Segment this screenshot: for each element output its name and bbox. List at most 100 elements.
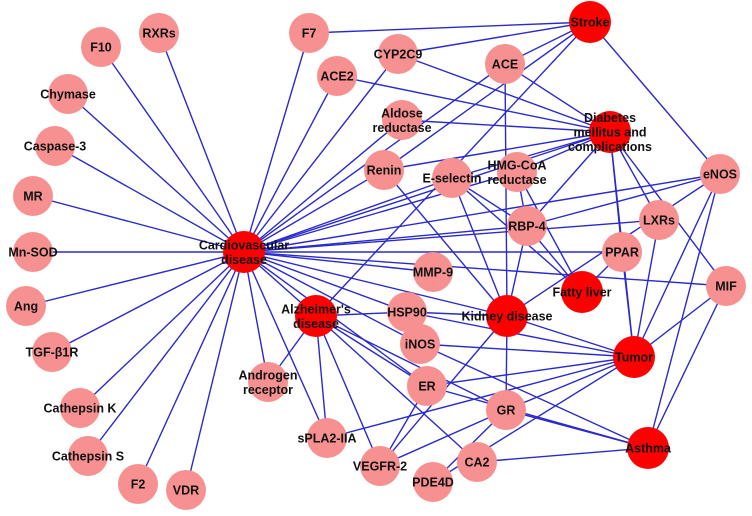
node-inos[interactable] (400, 324, 440, 364)
edge-asthma-ca2 (476, 447, 649, 463)
node-f2[interactable] (118, 464, 158, 504)
label-casp3: Caspase-3 (24, 140, 87, 154)
label-line: PDE4D (412, 476, 454, 490)
node-esel[interactable] (432, 158, 472, 198)
edge-stroke-enos (589, 21, 721, 175)
edge-cvd-cats (87, 251, 245, 457)
node-rbp4[interactable] (507, 206, 547, 246)
label-fatty: Fatty liver (552, 286, 611, 300)
label-catk: Cathepsin K (44, 402, 117, 416)
label-line: Kidney disease (461, 310, 552, 324)
node-hmg[interactable] (497, 152, 537, 192)
node-mmp9[interactable] (413, 252, 453, 292)
edge-fatty-hmg (516, 171, 583, 293)
label-line: disease (221, 253, 267, 267)
node-cyp[interactable] (378, 34, 418, 74)
label-line: Androgen (238, 368, 297, 382)
edge-diabetes-ace2 (336, 75, 611, 133)
label-line: MR (23, 190, 42, 204)
node-rxrs[interactable] (139, 13, 179, 53)
node-diabetes[interactable] (589, 111, 631, 153)
node-ppar[interactable] (602, 232, 642, 272)
label-line: HSP90 (387, 306, 427, 320)
node-mif[interactable] (706, 266, 746, 306)
node-renin[interactable] (364, 150, 404, 190)
node-mnsod[interactable] (13, 232, 53, 272)
label-line: disease (293, 317, 339, 331)
node-er[interactable] (407, 366, 447, 406)
label-chymase: Chymase (40, 88, 96, 102)
edge-cvd-androgen (243, 251, 269, 383)
node-androgen[interactable] (248, 362, 288, 402)
node-cats[interactable] (68, 436, 108, 476)
node-mr[interactable] (13, 176, 53, 216)
label-line: F2 (131, 478, 146, 492)
label-spla2: sPLA2-IIA (297, 432, 356, 446)
label-cats: Cathepsin S (52, 450, 124, 464)
edge-tumor-gr (505, 356, 635, 411)
node-tgf[interactable] (32, 332, 72, 372)
node-catk[interactable] (60, 388, 100, 428)
edge-tumor-hsp90 (406, 311, 635, 358)
node-ca2[interactable] (457, 442, 497, 482)
node-casp3[interactable] (35, 126, 75, 166)
edge-cvd-f7 (243, 32, 310, 253)
edge-cvd-f10 (100, 46, 245, 253)
edge-cvd-casp3 (54, 145, 245, 253)
node-cvd[interactable] (223, 231, 265, 273)
edge-cvd-mr (32, 195, 245, 253)
node-fatty[interactable] (561, 271, 603, 313)
node-ace2[interactable] (317, 56, 357, 96)
node-lxrs[interactable] (639, 200, 679, 240)
node-stroke[interactable] (569, 1, 611, 43)
edge-cvd-hmg (243, 171, 518, 253)
edge-tumor-inos (419, 343, 635, 358)
node-f7[interactable] (289, 13, 329, 53)
node-aldose[interactable] (382, 100, 422, 140)
label-tgf: TGF-β1R (26, 346, 79, 360)
edge-cvd-chymase (67, 93, 245, 253)
label-gr: GR (497, 404, 516, 418)
node-vegfr2[interactable] (360, 446, 400, 486)
node-tumor[interactable] (613, 336, 655, 378)
label-kidney: Kidney disease (461, 310, 552, 324)
label-ace2: ACE2 (320, 70, 353, 84)
node-gr[interactable] (486, 390, 526, 430)
edge-tumor-er (426, 356, 635, 387)
edge-kidney-ace (504, 63, 508, 317)
node-enos[interactable] (700, 154, 740, 194)
node-alz[interactable] (295, 295, 337, 337)
label-line: PPAR (605, 246, 639, 260)
label-line: iNOS (405, 338, 436, 352)
node-ang[interactable] (6, 286, 46, 326)
node-asthma[interactable] (627, 427, 669, 469)
node-vdr[interactable] (166, 470, 206, 510)
node-chymase[interactable] (48, 74, 88, 114)
label-line: ER (418, 380, 435, 394)
edge-cvd-f2 (137, 251, 245, 485)
edge-cvd-ace2 (243, 75, 338, 253)
label-vdr: VDR (173, 484, 199, 498)
node-hsp90[interactable] (387, 292, 427, 332)
node-ace[interactable] (485, 44, 525, 84)
node-f10[interactable] (81, 27, 121, 67)
label-line: Mn-SOD (8, 246, 57, 260)
edge-cvd-lxrs (243, 219, 660, 253)
node-pde4d[interactable] (413, 462, 453, 502)
label-line: CYP2C9 (374, 48, 423, 62)
edge-cvd-hsp90 (243, 251, 408, 313)
edge-alz-gr (315, 315, 507, 411)
edge-cvd-cyp (243, 53, 399, 253)
label-line: Diabetes (584, 111, 636, 125)
label-esel: E-selectin (422, 172, 481, 186)
edge-tumor-enos (633, 173, 721, 358)
node-kidney[interactable] (486, 295, 528, 337)
label-ang: Ang (14, 300, 38, 314)
node-spla2[interactable] (307, 418, 347, 458)
